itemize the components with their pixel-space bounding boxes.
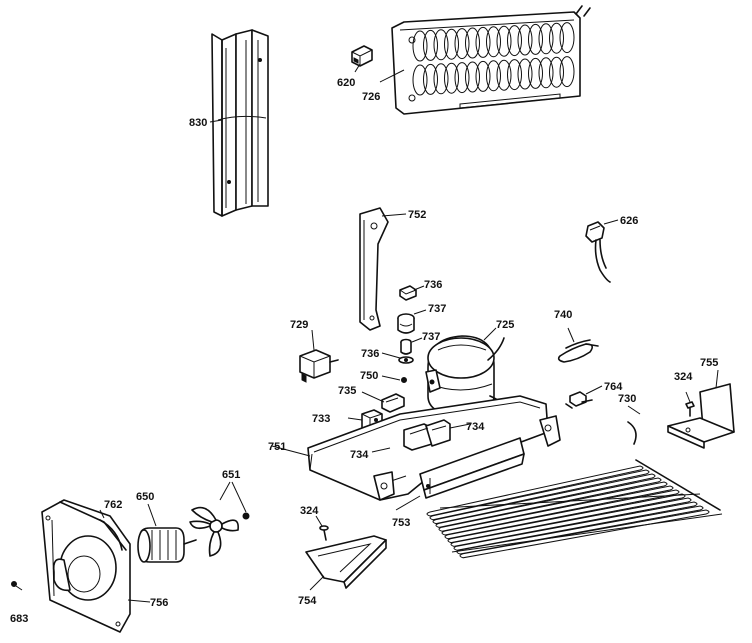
label-753: 753 [392, 517, 410, 529]
part-729-relay [299, 349, 339, 383]
label-735: 735 [338, 385, 356, 397]
label-751: 751 [268, 441, 286, 453]
coil-turn [465, 27, 480, 59]
part-651-screws [242, 512, 250, 520]
part-740-tubing [557, 339, 599, 363]
part-735-clip [381, 393, 405, 413]
part-726-evaporator [391, 5, 591, 115]
part-754-drain-pan [305, 535, 387, 589]
coil-turn [549, 56, 564, 88]
part-725-compressor [425, 335, 509, 417]
label-324-bottom: 324 [300, 505, 319, 517]
condenser-loop [459, 509, 710, 559]
label-734-right: 734 [466, 421, 485, 433]
label-737-bottom: 737 [422, 331, 440, 343]
label-740: 740 [554, 309, 572, 321]
condenser-loop [432, 473, 656, 525]
coil-turn [496, 59, 512, 91]
coil-turn [423, 63, 438, 95]
label-756: 756 [150, 597, 168, 609]
coil-turn [528, 23, 543, 55]
coil-turn [454, 62, 470, 94]
label-754: 754 [298, 595, 317, 607]
label-762: 762 [104, 499, 122, 511]
coil-turn [454, 28, 470, 60]
part-762-shroud [41, 499, 131, 633]
label-750: 750 [360, 370, 378, 382]
coil-turn [412, 30, 428, 62]
label-626: 626 [620, 215, 638, 227]
part-830-channel [211, 29, 269, 217]
condenser-loop [450, 497, 692, 547]
coil-turn [423, 29, 438, 61]
part-736-grommet-bottom [398, 356, 414, 364]
coil-turn [528, 57, 543, 89]
label-620: 620 [337, 77, 355, 89]
coil-turn [549, 22, 564, 54]
coil-turn [496, 25, 512, 57]
label-733: 733 [312, 413, 330, 425]
part-752-bracket [359, 207, 389, 331]
part-750-screw [401, 377, 407, 383]
part-683-screw [11, 581, 23, 591]
coil-turn [507, 25, 522, 57]
part-737-spacer-bottom [400, 338, 412, 355]
condenser-loop [441, 485, 674, 536]
label-729: 729 [290, 319, 308, 331]
label-730: 730 [618, 393, 636, 405]
label-734-left: 734 [350, 449, 369, 461]
coil-turn [517, 24, 533, 56]
coil-turn [486, 26, 501, 58]
part-626-plug [585, 221, 611, 283]
label-736-bottom: 736 [361, 348, 379, 360]
part-755-bracket [667, 383, 735, 449]
coil-turn [433, 63, 449, 95]
label-725: 725 [496, 319, 514, 331]
condenser-loop [453, 501, 698, 551]
coil-turn [444, 62, 459, 94]
coil-turn [559, 22, 575, 54]
condenser-loop [444, 489, 680, 540]
part-620-knob [351, 45, 373, 67]
part-fan-blade [189, 506, 239, 557]
label-650: 650 [136, 491, 154, 503]
coil-turn [412, 64, 428, 96]
part-764-drier [565, 391, 593, 409]
label-755: 755 [700, 357, 718, 369]
condenser-loop [426, 465, 644, 517]
label-683: 683 [10, 613, 28, 625]
label-736-top: 736 [424, 279, 442, 291]
part-751-base-tray [307, 395, 561, 501]
coil-turn [538, 57, 554, 89]
part-737-spacer-top [397, 313, 415, 334]
coil-turn [465, 61, 480, 93]
coil-turn [538, 23, 554, 55]
condenser-loop [429, 469, 650, 521]
label-737-top: 737 [428, 303, 446, 315]
part-736-grommet-top [399, 285, 417, 301]
coil-turn [486, 60, 501, 92]
condenser-loop [435, 477, 662, 528]
coil-turn [475, 26, 491, 58]
label-726: 726 [362, 91, 380, 103]
part-324-screw-right [685, 401, 695, 417]
label-830: 830 [189, 117, 207, 129]
label-324-right: 324 [674, 371, 693, 383]
part-324-screw-bottom [319, 525, 329, 541]
coil-turn [559, 56, 575, 88]
coil-turn [475, 60, 491, 92]
coil-turn [507, 59, 522, 91]
coil-turn [433, 29, 449, 61]
label-752: 752 [408, 209, 426, 221]
condenser-loop [438, 481, 668, 532]
part-730-condenser [426, 421, 723, 559]
label-651: 651 [222, 469, 240, 481]
part-753-rail [419, 437, 525, 499]
part-650-fan-motor [137, 527, 197, 563]
coil-turn [444, 28, 459, 60]
coil-turn [517, 58, 533, 90]
label-764: 764 [604, 381, 623, 393]
